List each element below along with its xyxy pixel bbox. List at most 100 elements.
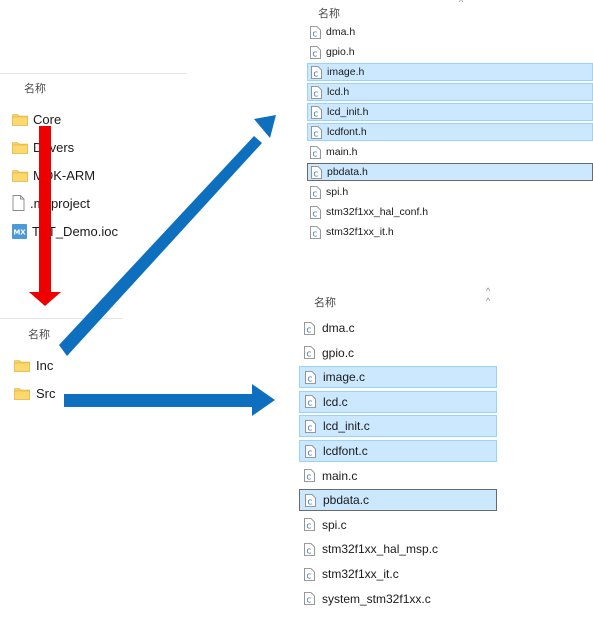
- file-name-label: stm32f1xx_hal_conf.h: [326, 206, 429, 218]
- file-name-label: stm32f1xx_it.c: [322, 567, 399, 581]
- file-icon: [12, 195, 25, 211]
- svg-text:C: C: [314, 90, 319, 98]
- file-name-label: lcdfont.c: [323, 444, 368, 458]
- red-arrow: [29, 126, 61, 306]
- c-file-icon: C: [311, 105, 322, 119]
- svg-text:C: C: [308, 375, 313, 383]
- file-name-label: Core: [33, 111, 62, 127]
- mx-file-icon: MX: [12, 223, 27, 239]
- file-name-label: Src: [36, 385, 56, 401]
- name-column-header[interactable]: 名称: [318, 8, 340, 20]
- file-name-label: stm32f1xx_it.h: [326, 226, 394, 238]
- file-name-label: lcd_init.c: [323, 419, 370, 434]
- c-file-icon: C: [304, 469, 315, 482]
- svg-text:C: C: [308, 449, 313, 457]
- c-file-icon: C: [305, 370, 316, 384]
- name-column-header[interactable]: 名称: [28, 329, 50, 341]
- file-name-label: image.c: [323, 370, 366, 385]
- c-file-icon: C: [304, 567, 315, 581]
- c-file-icon: C: [311, 165, 322, 179]
- file-name-label: lcd.h: [327, 86, 350, 98]
- file-name-label: lcd_init.h: [327, 106, 369, 118]
- svg-text:C: C: [307, 351, 312, 359]
- svg-text:C: C: [308, 400, 313, 408]
- c-file-icon: C: [304, 346, 315, 359]
- blue-arrow-to-src: [64, 384, 275, 416]
- file-name-label: Inc: [36, 357, 54, 373]
- c-file-icon: C: [310, 225, 321, 239]
- name-column-header[interactable]: 名称: [314, 297, 336, 309]
- svg-text:C: C: [314, 70, 319, 78]
- svg-text:C: C: [313, 150, 318, 158]
- header-separator: [0, 73, 187, 74]
- svg-text:C: C: [308, 424, 313, 432]
- svg-text:C: C: [307, 572, 312, 580]
- file-row-inc[interactable]: Inc: [0, 354, 123, 376]
- file-name-label: system_stm32f1xx.c: [322, 591, 431, 606]
- c-file-icon: C: [305, 395, 316, 409]
- svg-text:C: C: [313, 190, 318, 198]
- svg-text:C: C: [307, 597, 312, 605]
- file-name-label: TFT_Demo.ioc: [32, 223, 118, 239]
- name-column-header[interactable]: 名称: [24, 83, 46, 95]
- file-name-label: lcd.c: [323, 394, 348, 409]
- c-file-icon: C: [304, 592, 315, 605]
- sort-indicator: ^: [459, 0, 464, 7]
- file-name-label: gpio.h: [326, 46, 355, 58]
- file-name-label: image.h: [327, 66, 365, 78]
- c-file-icon: C: [310, 145, 321, 159]
- c-file-icon: C: [305, 444, 316, 458]
- svg-text:C: C: [308, 498, 313, 506]
- svg-text:C: C: [307, 523, 312, 531]
- file-name-label: lcdfont.h: [327, 126, 367, 138]
- file-name-label: stm32f1xx_hal_msp.c: [322, 542, 439, 557]
- file-name-label: spi.c: [322, 517, 347, 532]
- folder-icon: [12, 141, 28, 154]
- file-row-tft-demo-ioc[interactable]: MX TFT_Demo.ioc: [0, 220, 187, 242]
- file-row-src[interactable]: Src: [0, 382, 123, 404]
- svg-text:C: C: [307, 547, 312, 555]
- file-name-label: gpio.c: [322, 345, 355, 360]
- svg-text:C: C: [313, 30, 318, 38]
- file-row-core[interactable]: Core: [0, 108, 187, 130]
- folder-icon: [14, 359, 30, 372]
- file-name-label: dma.h: [326, 26, 356, 38]
- svg-text:C: C: [313, 210, 318, 218]
- file-name-label: main.h: [326, 146, 358, 158]
- c-file-icon: C: [310, 45, 321, 59]
- svg-text:C: C: [307, 326, 312, 334]
- folder-icon: [12, 113, 28, 126]
- svg-text:MX: MX: [13, 228, 26, 236]
- folder-icon: [14, 387, 30, 400]
- c-file-icon: C: [310, 185, 321, 199]
- header-separator: [0, 318, 123, 319]
- sort-indicator: ^ ^: [486, 286, 491, 306]
- file-name-label: main.c: [322, 468, 358, 483]
- c-file-icon: C: [310, 205, 321, 219]
